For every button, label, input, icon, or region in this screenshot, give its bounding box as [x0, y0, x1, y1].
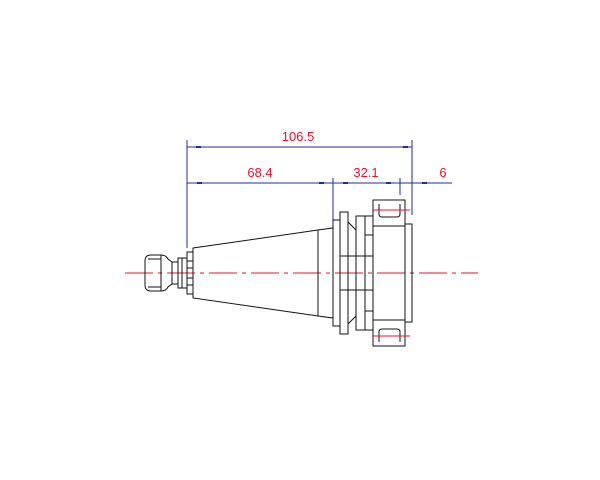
dimension-overall-label: 106.5 — [282, 129, 315, 144]
nut-slots — [373, 204, 405, 342]
pull-stud — [144, 254, 179, 292]
dimension-flange-label: 32.1 — [353, 165, 378, 180]
dimension-nut-label: 6 — [439, 165, 446, 180]
dimension-taper-label: 68.4 — [247, 165, 272, 180]
slot-center-marks — [373, 209, 410, 337]
collet-body — [364, 199, 413, 347]
neck — [177, 251, 194, 295]
flange — [332, 211, 373, 335]
dimension-ticks — [196, 146, 427, 184]
tool-holder-outline — [144, 199, 413, 347]
